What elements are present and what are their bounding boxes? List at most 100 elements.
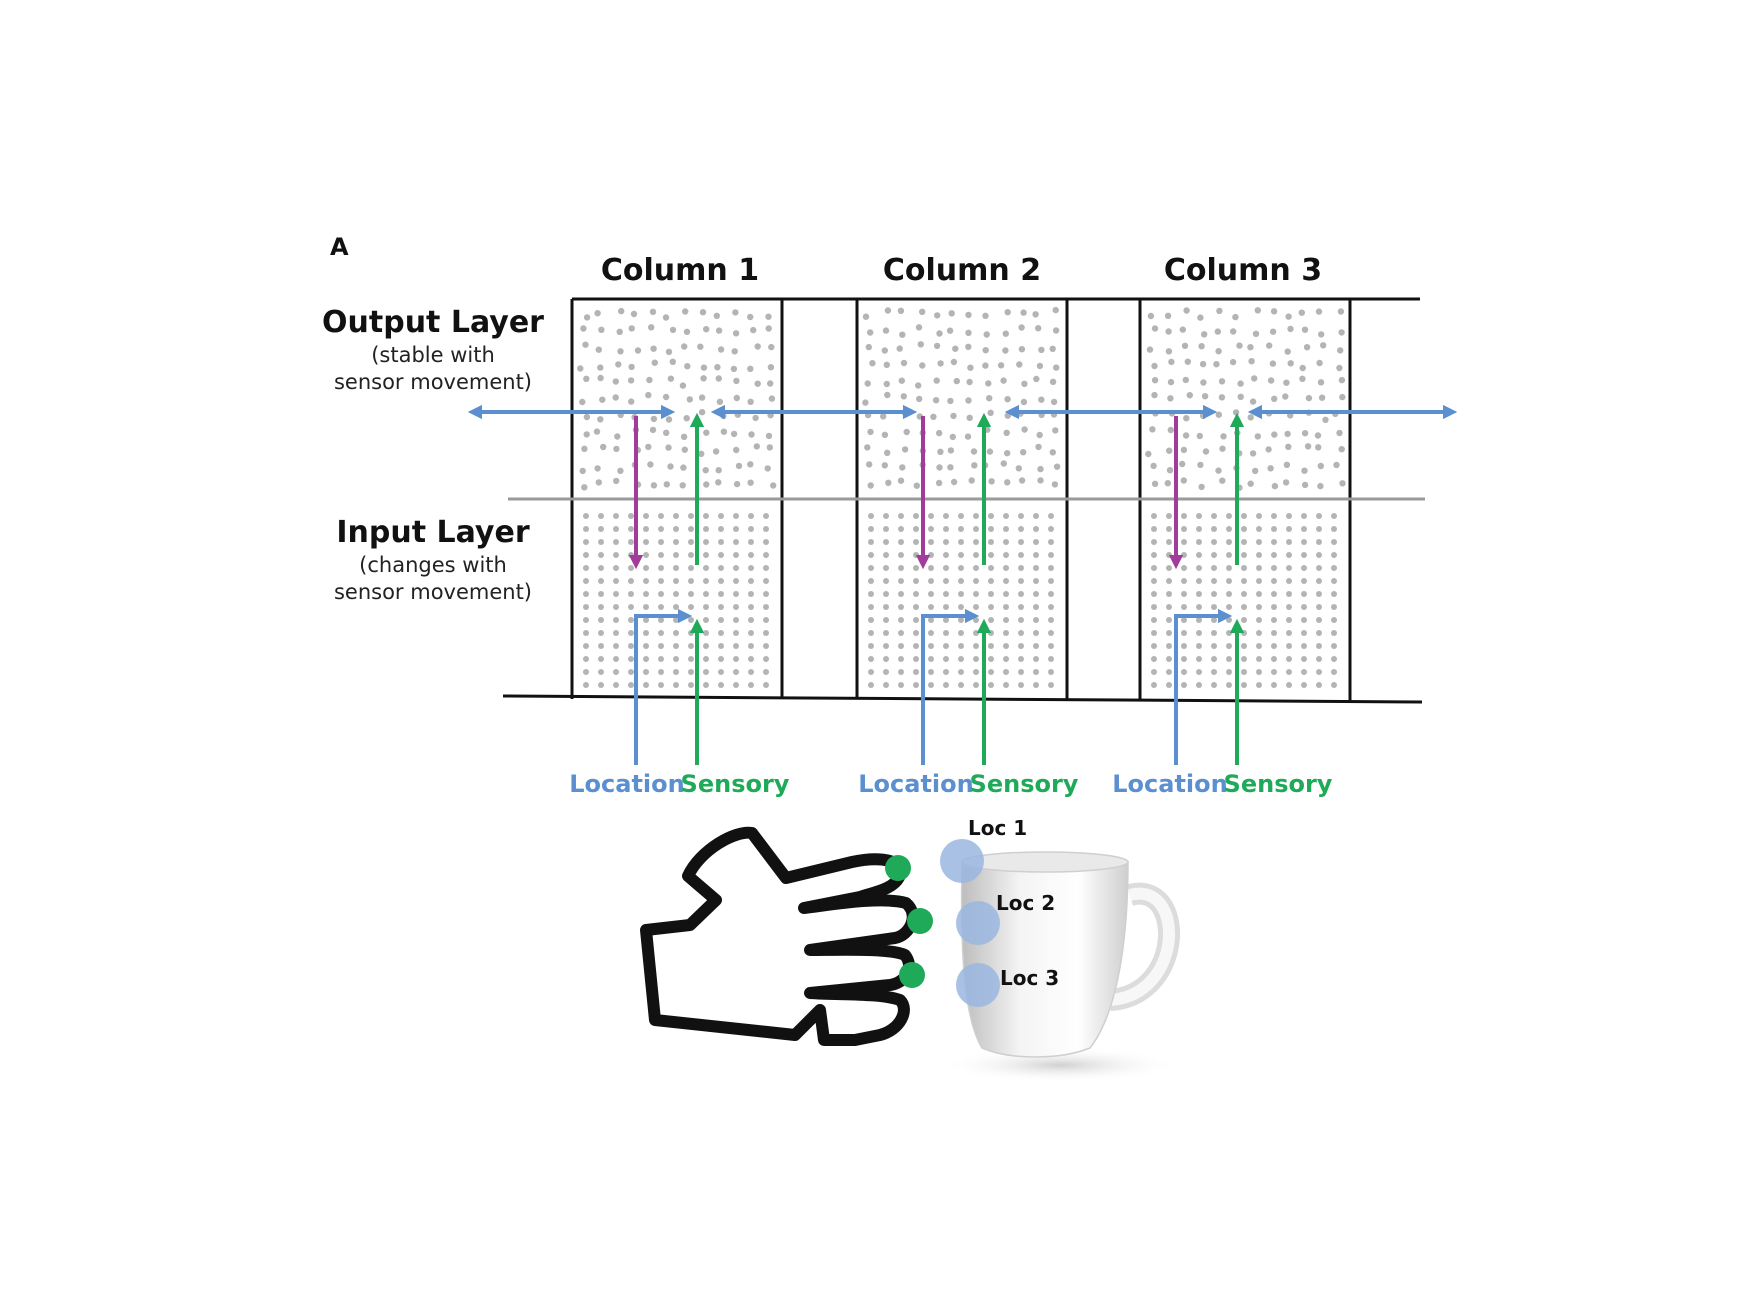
input-neuron-dot: [1241, 591, 1247, 597]
input-neuron-dot: [928, 617, 934, 623]
input-neuron-dot: [1166, 539, 1172, 545]
output-neuron-dot: [947, 397, 954, 405]
output-neuron-dot: [1182, 376, 1190, 384]
input-neuron-dot: [748, 630, 754, 636]
input-neuron-dot: [1301, 513, 1307, 519]
output-neuron-dot: [628, 398, 635, 405]
input-neuron-dot: [928, 539, 934, 545]
output-neuron-dot: [1053, 364, 1060, 371]
output-neuron-dot: [700, 375, 707, 382]
fingertip-sensors: [885, 855, 933, 988]
input-neuron-dot: [718, 526, 724, 532]
output-neuron-dot: [971, 462, 978, 469]
column-title-3: Column 3: [1164, 253, 1322, 288]
output-neuron-dot: [1317, 379, 1325, 386]
output-neuron-dot: [1021, 380, 1028, 387]
input-neuron-dot: [1256, 513, 1262, 519]
output-neuron-dot: [715, 327, 723, 334]
input-neuron-dot: [1018, 656, 1024, 662]
input-neuron-dot: [988, 539, 994, 545]
input-neuron-dot: [748, 604, 754, 610]
input-neuron-dot: [1271, 526, 1277, 532]
input-neuron-dot: [883, 552, 889, 558]
input-neuron-dot: [703, 643, 709, 649]
output-neuron-dot: [1282, 479, 1290, 486]
input-neuron-dot: [583, 539, 589, 545]
output-neuron-dot: [613, 445, 620, 453]
output-neuron-dot: [966, 378, 973, 386]
output-neuron-dot: [1232, 313, 1239, 321]
output-neuron-dot: [1336, 364, 1343, 372]
input-neuron-dot: [1241, 552, 1247, 558]
input-neuron-dot: [1181, 591, 1187, 597]
output-neuron-dot: [1165, 328, 1172, 335]
output-neuron-dot: [667, 375, 675, 382]
input-neuron-dot: [583, 565, 589, 571]
column-title-2: Column 2: [883, 253, 1041, 288]
output-neuron-dot: [901, 446, 909, 453]
input-neuron-dot: [1271, 682, 1277, 688]
output-neuron-dot: [1322, 416, 1329, 423]
output-neuron-dot: [1166, 467, 1174, 474]
input-neuron-dot: [598, 578, 604, 584]
output-neuron-dot: [1237, 393, 1244, 400]
input-neuron-dot: [1301, 552, 1307, 558]
output-neuron-dot: [665, 444, 672, 451]
input-neuron-dot: [613, 617, 619, 623]
input-neuron-dot: [673, 578, 679, 584]
input-neuron-dot: [673, 669, 679, 675]
output-neuron-dot: [930, 413, 937, 420]
input-neuron-dot: [1256, 552, 1262, 558]
output-neuron-dot: [679, 482, 686, 489]
column-1-input-labels: Location Sensory: [569, 770, 790, 798]
output-neuron-dot: [1285, 313, 1292, 320]
input-neuron-dot: [658, 578, 664, 584]
output-neuron-dot: [1220, 433, 1227, 440]
input-neuron-dot: [1241, 630, 1247, 636]
input-neuron-dot: [913, 669, 919, 675]
input-neuron-dot: [658, 656, 664, 662]
input-neuron-dot: [1241, 656, 1247, 662]
column-2-input-labels: Location Sensory: [858, 770, 1079, 798]
output-neuron-dot: [881, 347, 888, 354]
output-neuron-dot: [864, 380, 871, 387]
output-neuron-dot: [1267, 465, 1274, 472]
output-neuron-dot: [1020, 309, 1027, 316]
output-neuron-dot: [936, 464, 943, 471]
input-neuron-dot: [1331, 526, 1337, 532]
output-neuron-dot: [613, 477, 620, 485]
input-neuron-dot: [643, 630, 649, 636]
input-neuron-dot: [1241, 539, 1247, 545]
input-neuron-dot: [658, 630, 664, 636]
input-neuron-dot: [1211, 630, 1217, 636]
input-neuron-dot: [658, 669, 664, 675]
input-neuron-dot: [958, 591, 964, 597]
output-neuron-dot: [933, 342, 941, 350]
input-neuron-dot: [913, 565, 919, 571]
input-neuron-dot: [1166, 591, 1172, 597]
output-neuron-dot: [697, 343, 704, 350]
column-title-1: Column 1: [601, 253, 759, 288]
input-neuron-dot: [688, 669, 694, 675]
input-neuron-dot: [703, 682, 709, 688]
input-neuron-dot: [643, 682, 649, 688]
input-neuron-dot: [1151, 552, 1157, 558]
input-neuron-dot: [718, 617, 724, 623]
output-neuron-dot: [713, 312, 720, 319]
output-neuron-dot: [1035, 443, 1042, 451]
input-neuron-dot: [1226, 630, 1232, 636]
output-neuron-dot: [1215, 348, 1222, 355]
input-neuron-dot: [643, 656, 649, 662]
output-neuron-dot: [1198, 343, 1205, 350]
output-neuron-dot: [1167, 395, 1174, 402]
output-layer-subtitle-2: sensor movement): [334, 370, 532, 394]
output-neuron-dot: [1000, 460, 1007, 467]
column-3-sensory-label: Sensory: [1224, 770, 1333, 798]
output-neuron-dot: [936, 330, 943, 337]
input-neuron-dot: [613, 565, 619, 571]
input-neuron-dot: [1151, 565, 1157, 571]
input-neuron-dot: [1003, 656, 1009, 662]
output-neuron-dot: [1285, 443, 1292, 450]
output-neuron-dot: [965, 311, 972, 319]
output-neuron-dot: [650, 415, 658, 423]
